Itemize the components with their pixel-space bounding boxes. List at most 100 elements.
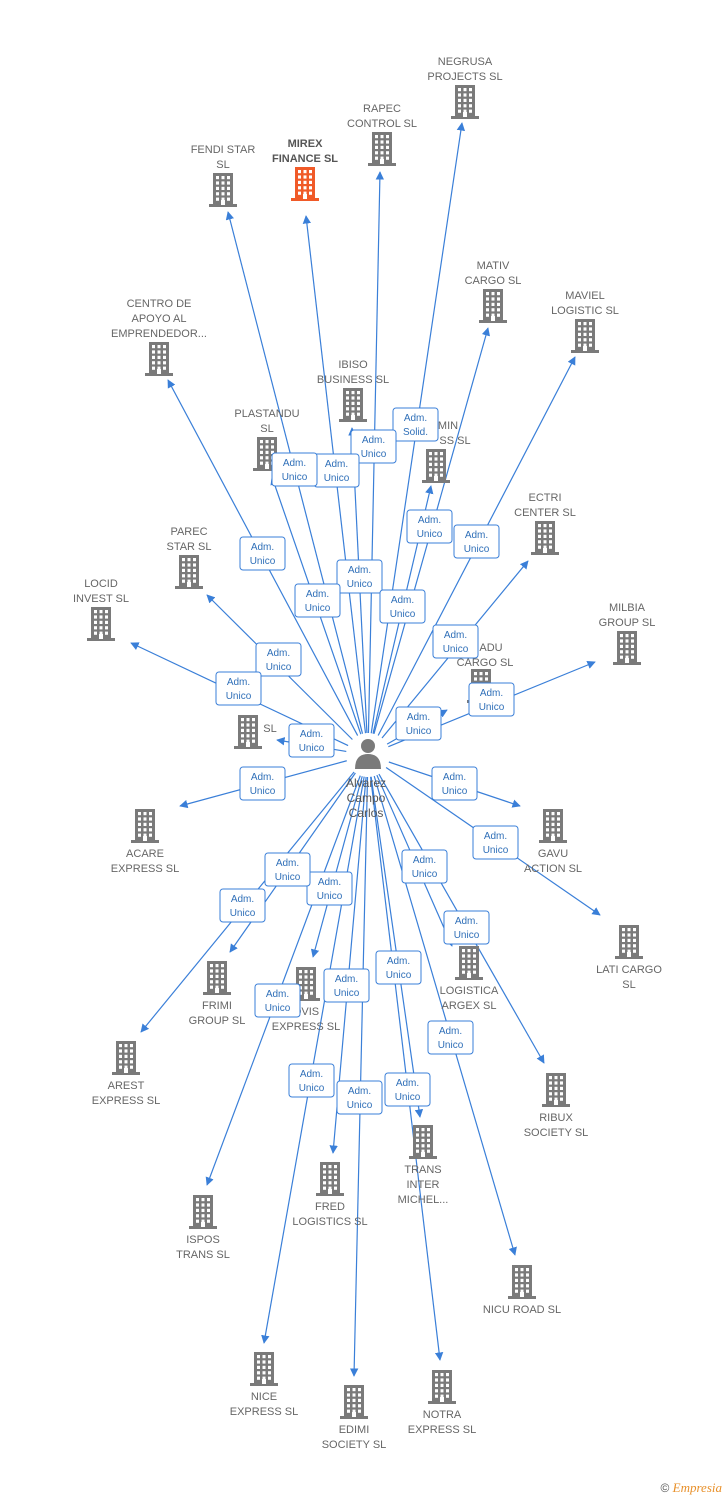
company-label-nicu[interactable]: NICU ROAD SL	[483, 1304, 561, 1316]
company-label-fendi[interactable]: FENDI STAR	[191, 144, 256, 156]
company-label-parec[interactable]: STAR SL	[166, 541, 211, 553]
company-label-gavu[interactable]: GAVU	[538, 848, 568, 860]
company-node-locid[interactable]: LOCID INVEST SL	[73, 578, 129, 641]
company-label-mativ[interactable]: CARGO SL	[465, 275, 522, 287]
company-label-maviel[interactable]: MAVIEL	[565, 290, 605, 302]
company-label-rapec[interactable]: CONTROL SL	[347, 118, 417, 130]
company-label-ispos[interactable]: TRANS SL	[176, 1249, 230, 1261]
company-label-trans[interactable]: TRANS	[404, 1164, 441, 1176]
company-label-ovis[interactable]: EXPRESS SL	[272, 1021, 340, 1033]
relation-badge-arest[interactable]: Adm.Unico	[264, 852, 311, 887]
relation-badge-notra[interactable]: Adm.Unico	[384, 1072, 431, 1107]
company-label-fendi[interactable]: SL	[216, 159, 229, 171]
relation-badge-milbia[interactable]: Adm.Unico	[468, 682, 515, 717]
company-node-fred[interactable]: FRED LOGISTICS SL	[292, 1162, 368, 1228]
company-label-acare[interactable]: EXPRESS SL	[111, 863, 179, 875]
company-node-centro[interactable]: CENTRO DE APOYO AL EMPRENDEDOR...	[111, 298, 207, 376]
company-label-logistica[interactable]: ARGEX SL	[441, 1000, 496, 1012]
relation-badge-nicu[interactable]: Adm.Unico	[427, 1020, 474, 1055]
company-label-ibiso[interactable]: BUSINESS SL	[317, 374, 389, 386]
company-label-unnamed[interactable]: SL	[263, 723, 276, 735]
company-label-centro[interactable]: EMPRENDEDOR...	[111, 328, 207, 340]
empresia-logo[interactable]: Empresia	[672, 1480, 722, 1495]
company-node-parec[interactable]: PAREC STAR SL	[166, 526, 212, 589]
company-label-ribux[interactable]: SOCIETY SL	[524, 1127, 589, 1139]
company-label-lati[interactable]: LATI CARGO	[596, 964, 662, 976]
relation-badge-parec[interactable]: Adm.Unico	[255, 642, 302, 677]
relation-badge-ibiso[interactable]: Adm.Unico	[336, 559, 383, 594]
relation-badge-mirex[interactable]: Adm.Unico	[313, 453, 360, 488]
relation-badge-trans[interactable]: Adm.Unico	[375, 950, 422, 985]
company-label-acare[interactable]: ACARE	[126, 848, 164, 860]
company-label-trans[interactable]: MICHEL...	[398, 1194, 449, 1206]
company-node-trans[interactable]: TRANS INTER MICHEL...	[398, 1125, 449, 1206]
company-label-negrusa[interactable]: PROJECTS SL	[427, 71, 502, 83]
company-label-nice[interactable]: NICE	[251, 1391, 277, 1403]
company-label-trans[interactable]: INTER	[407, 1179, 440, 1191]
company-node-unnamed[interactable]: SL	[234, 715, 277, 749]
company-label-notra[interactable]: NOTRA	[423, 1409, 462, 1421]
company-label-ectri[interactable]: ECTRI	[529, 492, 562, 504]
company-label-arest[interactable]: AREST	[108, 1080, 145, 1092]
company-label-lati[interactable]: SL	[622, 979, 635, 991]
company-node-nicu[interactable]: NICU ROAD SL	[483, 1265, 561, 1316]
company-node-ribux[interactable]: RIBUX SOCIETY SL	[524, 1073, 589, 1139]
relation-badge-ispos[interactable]: Adm.Unico	[254, 983, 301, 1018]
relation-badge-nice[interactable]: Adm.Unico	[288, 1063, 335, 1098]
company-label-adu[interactable]: ADU	[479, 642, 502, 654]
company-label-notra[interactable]: EXPRESS SL	[408, 1424, 476, 1436]
relation-badge-ectri[interactable]: Adm.Unico	[432, 624, 479, 659]
company-label-fred[interactable]: LOGISTICS SL	[292, 1216, 367, 1228]
relation-badge-logistica[interactable]: Adm.Unico	[401, 849, 448, 884]
company-label-milbia[interactable]: GROUP SL	[599, 617, 656, 629]
company-label-fred[interactable]: FRED	[315, 1201, 345, 1213]
company-label-edimi[interactable]: SOCIETY SL	[322, 1439, 387, 1451]
company-label-edimi[interactable]: EDIMI	[339, 1424, 370, 1436]
company-label-logistica[interactable]: LOGISTICA	[440, 985, 499, 997]
company-label-min[interactable]: MIN	[438, 420, 458, 432]
relation-badge-min[interactable]: Adm.Unico	[379, 589, 426, 624]
company-node-acare[interactable]: ACARE EXPRESS SL	[111, 809, 179, 875]
relation-badge-ribux[interactable]: Adm.Unico	[443, 910, 490, 945]
relation-badge-unnamed[interactable]: Adm.Unico	[288, 723, 335, 758]
company-label-centro[interactable]: APOYO AL	[131, 313, 186, 325]
company-label-parec[interactable]: PAREC	[170, 526, 207, 538]
company-label-mirex[interactable]: MIREX	[288, 138, 324, 150]
relation-badge-adu[interactable]: Adm.Unico	[395, 706, 442, 741]
company-node-min[interactable]: MIN SS SL	[422, 420, 471, 483]
company-label-mativ[interactable]: MATIV	[477, 260, 510, 272]
company-node-mativ[interactable]: MATIV CARGO SL	[465, 260, 522, 323]
relation-badge-acare[interactable]: Adm.Unico	[239, 766, 286, 801]
relation-badge-centro[interactable]: Adm.Unico	[239, 536, 286, 571]
company-label-mirex[interactable]: FINANCE SL	[272, 153, 338, 165]
relation-badge-locid[interactable]: Adm.Unico	[215, 671, 262, 706]
company-label-milbia[interactable]: MILBIA	[609, 602, 646, 614]
company-node-edimi[interactable]: EDIMI SOCIETY SL	[322, 1385, 387, 1451]
company-label-locid[interactable]: LOCID	[84, 578, 118, 590]
relation-badge-plastandu[interactable]: Adm.Unico	[294, 583, 341, 618]
relation-badge-fendi[interactable]: Adm.Unico	[271, 452, 318, 487]
company-label-adu[interactable]: CARGO SL	[457, 657, 514, 669]
company-label-gavu[interactable]: ACTION SL	[524, 863, 582, 875]
person-name-label[interactable]: Alvarez	[346, 776, 386, 790]
company-label-ribux[interactable]: RIBUX	[539, 1112, 573, 1124]
relation-badge-edimi[interactable]: Adm.Unico	[336, 1080, 383, 1115]
company-node-fendi[interactable]: FENDI STAR SL	[191, 144, 256, 207]
company-label-min[interactable]: SS SL	[439, 435, 470, 447]
company-node-maviel[interactable]: MAVIEL LOGISTIC SL	[551, 290, 619, 353]
company-node-lati[interactable]: LATI CARGO SL	[596, 925, 662, 991]
company-node-arest[interactable]: AREST EXPRESS SL	[92, 1041, 160, 1107]
company-label-locid[interactable]: INVEST SL	[73, 593, 129, 605]
company-label-arest[interactable]: EXPRESS SL	[92, 1095, 160, 1107]
relation-badge-negrusa[interactable]: Adm.Solid.	[392, 407, 439, 442]
company-label-frimi[interactable]: GROUP SL	[189, 1015, 246, 1027]
company-label-maviel[interactable]: LOGISTIC SL	[551, 305, 619, 317]
relation-badge-ovis[interactable]: Adm.Unico	[306, 871, 353, 906]
company-label-centro[interactable]: CENTRO DE	[127, 298, 192, 310]
relation-badge-lati[interactable]: Adm.Unico	[472, 825, 519, 860]
